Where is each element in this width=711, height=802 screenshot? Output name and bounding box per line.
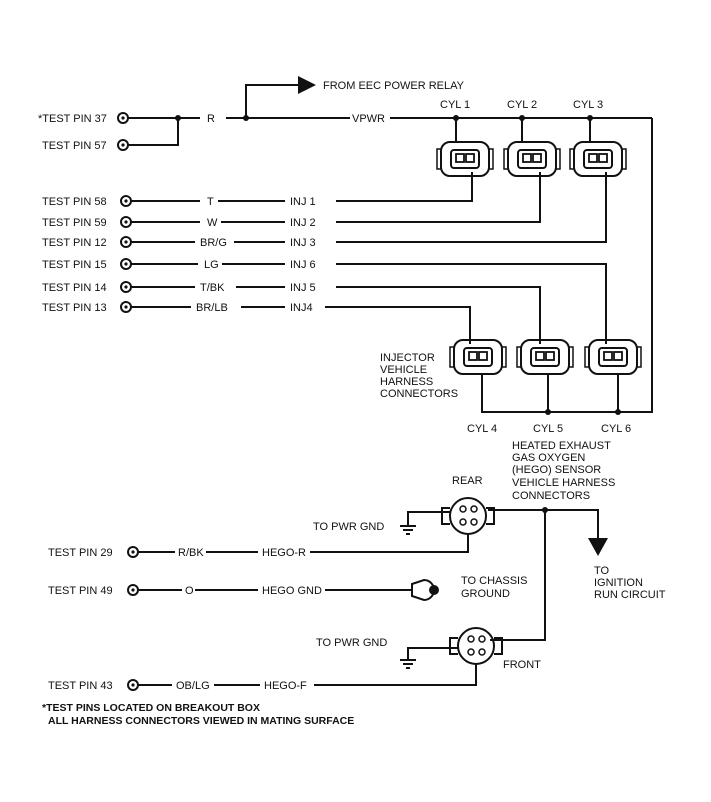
hego-section: HEATED EXHAUST GAS OXYGEN (HEGO) SENSOR …	[48, 440, 666, 692]
eec-relay-arrow-icon	[298, 76, 316, 94]
cyl-4-label: CYL 4	[467, 423, 497, 435]
front-hego-connector	[449, 627, 503, 665]
hego-gnd-circuit: HEGO GND	[262, 585, 322, 597]
cyl-6-label: CYL 6	[601, 423, 631, 435]
cyl-1-label: CYL 1	[440, 99, 470, 111]
test-pin-58-icon	[120, 195, 132, 207]
ignition-line-3: RUN CIRCUIT	[594, 589, 666, 601]
test-pin-15-icon	[120, 258, 132, 270]
inj-5-color: T/BK	[200, 282, 225, 294]
rear-pwr-gnd-label: TO PWR GND	[313, 521, 384, 533]
hego-r-circuit: HEGO-R	[262, 547, 306, 559]
injector-connector-cyl-3	[569, 141, 627, 177]
inj-1-color: T	[207, 196, 214, 208]
test-pin-59-label: TEST PIN 59	[42, 217, 107, 229]
test-pin-57-label: TEST PIN 57	[42, 140, 107, 152]
test-pin-49-label: TEST PIN 49	[48, 585, 113, 597]
injector-harness-line-3: HARNESS	[380, 376, 433, 388]
test-pin-12-label: TEST PIN 12	[42, 237, 107, 249]
hego-label-line-4: VEHICLE HARNESS	[512, 477, 615, 489]
rear-label: REAR	[452, 475, 483, 487]
inj-5-circuit: INJ 5	[290, 282, 316, 294]
injector-connector-cyl-1	[436, 141, 494, 177]
test-pin-13-label: TEST PIN 13	[42, 302, 107, 314]
ignition-line-1: TO	[594, 565, 610, 577]
test-pin-29-label: TEST PIN 29	[48, 547, 113, 559]
inj-6-color: LG	[204, 259, 219, 271]
test-pin-59-icon	[120, 216, 132, 228]
rear-ground-icon	[399, 517, 417, 535]
chassis-ground-line-1: TO CHASSIS	[461, 575, 527, 587]
front-pwr-gnd-label: TO PWR GND	[316, 637, 387, 649]
front-ground-icon	[399, 651, 417, 669]
injector-connector-cyl-5	[516, 339, 574, 375]
inj-1-circuit: INJ 1	[290, 196, 316, 208]
injector-connector-cyl-2	[503, 141, 561, 177]
eec-relay-label: FROM EEC POWER RELAY	[323, 80, 465, 92]
footnote-line-2: ALL HARNESS CONNECTORS VIEWED IN MATING …	[48, 715, 354, 727]
inj-2-circuit: INJ 2	[290, 217, 316, 229]
inj-2-color: W	[207, 217, 218, 229]
hego-f-circuit: HEGO-F	[264, 680, 307, 692]
hego-label-line-3: (HEGO) SENSOR	[512, 464, 601, 476]
chassis-ground-line-2: GROUND	[461, 588, 510, 600]
hego-label-line-5: CONNECTORS	[512, 490, 590, 502]
test-pin-43-label: TEST PIN 43	[48, 680, 113, 692]
chassis-ground-lug-icon	[411, 578, 439, 602]
test-pin-58-label: TEST PIN 58	[42, 196, 107, 208]
test-pin-37-icon	[117, 112, 129, 124]
test-pin-12-icon	[120, 236, 132, 248]
hego-f-color: OB/LG	[176, 680, 210, 692]
injector-harness-line-4: CONNECTORS	[380, 388, 458, 400]
hego-label-line-1: HEATED EXHAUST	[512, 440, 611, 452]
test-pin-43-icon	[127, 679, 139, 691]
front-label: FRONT	[503, 659, 541, 671]
test-pin-49-icon	[127, 584, 139, 596]
injector-harness-line-1: INJECTOR	[380, 352, 435, 364]
ignition-arrow-icon	[588, 538, 608, 556]
inj-4-circuit: INJ4	[290, 302, 313, 314]
test-pin-13-icon	[120, 301, 132, 313]
inj-3-circuit: INJ 3	[290, 237, 316, 249]
test-pin-15-label: TEST PIN 15	[42, 259, 107, 271]
vpwr-section: *TEST PIN 37 TEST PIN 57 R VPWR FROM EEC…	[38, 76, 653, 435]
hego-r-color: R/BK	[178, 547, 204, 559]
inj-3-color: BR/G	[200, 237, 227, 249]
r-wire-label: R	[207, 113, 215, 125]
inj-4-color: BR/LB	[196, 302, 228, 314]
cyl-2-label: CYL 2	[507, 99, 537, 111]
test-pin-37-label: *TEST PIN 37	[38, 113, 107, 125]
cyl-3-label: CYL 3	[573, 99, 603, 111]
inj-6-circuit: INJ 6	[290, 259, 316, 271]
injector-rows: TEST PIN 58 T INJ 1 TEST PIN 59 W INJ 2 …	[42, 172, 607, 344]
test-pin-14-label: TEST PIN 14	[42, 282, 107, 294]
injector-connector-cyl-6	[584, 339, 642, 375]
rear-hego-connector	[441, 497, 495, 535]
test-pin-29-icon	[127, 546, 139, 558]
test-pin-57-icon	[117, 139, 129, 151]
vpwr-label: VPWR	[352, 113, 385, 125]
injector-harness-line-2: VEHICLE	[380, 364, 427, 376]
ignition-line-2: IGNITION	[594, 577, 643, 589]
test-pin-14-icon	[120, 281, 132, 293]
footnote-line-1: *TEST PINS LOCATED ON BREAKOUT BOX	[42, 702, 260, 714]
cyl-5-label: CYL 5	[533, 423, 563, 435]
injector-connector-cyl-4	[449, 339, 507, 375]
hego-gnd-color: O	[185, 585, 194, 597]
hego-label-line-2: GAS OXYGEN	[512, 452, 585, 464]
